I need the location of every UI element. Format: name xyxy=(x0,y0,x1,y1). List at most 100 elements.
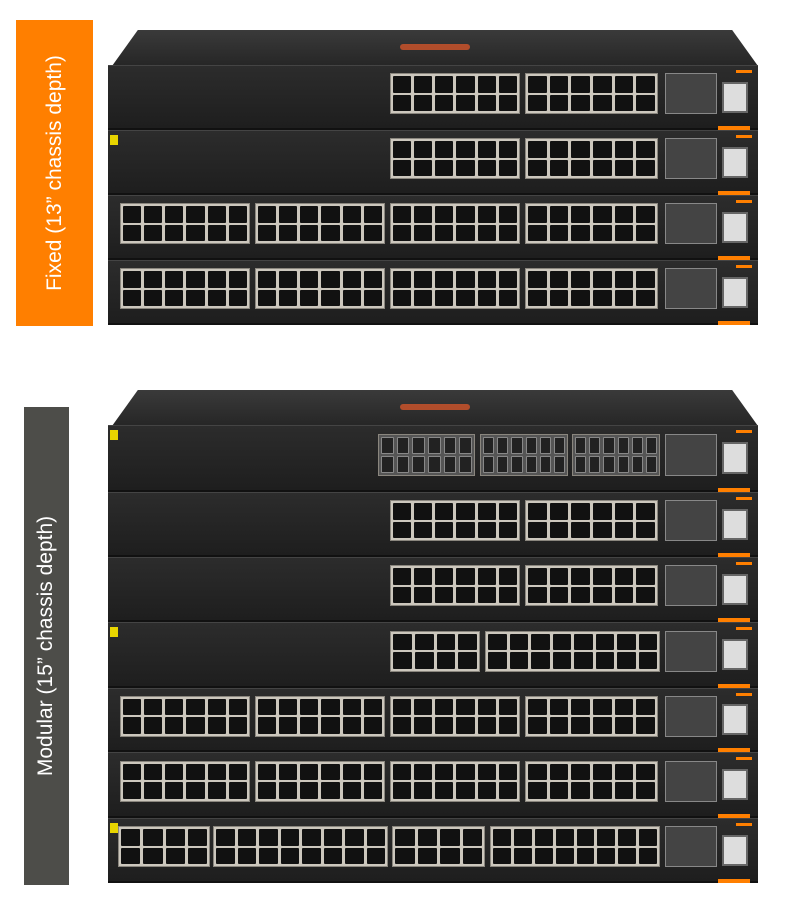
ethernet-port xyxy=(456,568,475,585)
uplink-sfp-block xyxy=(665,826,717,868)
ethernet-port xyxy=(144,206,163,223)
pull-tab xyxy=(718,321,750,325)
ethernet-port xyxy=(228,699,247,716)
ethernet-port xyxy=(366,829,385,846)
ethernet-port xyxy=(144,763,163,781)
ethernet-port xyxy=(614,699,634,716)
pull-tab xyxy=(718,618,750,622)
network-switch xyxy=(108,818,758,883)
ethernet-port xyxy=(436,652,456,670)
ethernet-port-group xyxy=(118,826,210,868)
ethernet-port xyxy=(258,289,277,307)
ethernet-port xyxy=(321,782,340,800)
ethernet-port xyxy=(417,829,437,846)
ethernet-port xyxy=(414,271,433,288)
ethernet-port xyxy=(393,206,412,223)
uplink-sfp-block xyxy=(665,268,717,310)
sfp-port xyxy=(483,436,495,454)
ethernet-port xyxy=(571,76,590,93)
ethernet-port xyxy=(258,206,277,223)
ethernet-port-group xyxy=(390,73,520,115)
ethernet-port xyxy=(549,699,569,716)
ethernet-port xyxy=(509,652,528,670)
ethernet-port xyxy=(414,159,433,177)
ethernet-port xyxy=(414,652,434,670)
ethernet-port xyxy=(597,829,616,846)
uplink-sfp-block xyxy=(665,565,717,607)
ethernet-port xyxy=(555,829,574,846)
ethernet-port-group xyxy=(525,500,658,542)
ethernet-port xyxy=(165,763,184,781)
ethernet-port xyxy=(207,763,226,781)
ethernet-port xyxy=(393,586,412,604)
ethernet-port xyxy=(207,782,226,800)
sfp-port xyxy=(443,436,457,454)
sfp-port xyxy=(617,455,629,473)
ethernet-port xyxy=(258,717,277,734)
ethernet-port xyxy=(144,782,163,800)
ethernet-port xyxy=(571,94,590,112)
ethernet-port xyxy=(279,271,298,288)
ethernet-port xyxy=(592,94,612,112)
ethernet-port xyxy=(393,159,412,177)
ethernet-port xyxy=(614,206,634,223)
ethernet-port xyxy=(614,94,634,112)
ethernet-port xyxy=(435,521,454,539)
ethernet-port xyxy=(165,206,184,223)
management-port xyxy=(722,211,748,243)
ethernet-port xyxy=(414,289,433,307)
pull-tab xyxy=(718,256,750,260)
ethernet-port xyxy=(636,271,655,288)
ethernet-port xyxy=(393,763,412,781)
ethernet-port xyxy=(477,76,496,93)
ethernet-port xyxy=(300,206,319,223)
ethernet-port-group xyxy=(525,565,658,607)
sfp-port xyxy=(428,455,441,473)
ethernet-port xyxy=(528,159,547,177)
ethernet-port xyxy=(477,206,496,223)
modular-stack-lid xyxy=(112,390,758,426)
ethernet-port xyxy=(509,633,528,651)
ethernet-port xyxy=(592,521,612,539)
ethernet-port xyxy=(363,206,382,223)
sfp-port xyxy=(511,455,523,473)
network-switch xyxy=(108,492,758,557)
ethernet-port xyxy=(636,699,655,716)
ethernet-port xyxy=(531,652,550,670)
ethernet-port xyxy=(638,652,657,670)
brand-mark xyxy=(736,626,752,630)
ethernet-port xyxy=(513,829,532,846)
ethernet-port xyxy=(477,94,496,112)
uplink-sfp-block xyxy=(665,500,717,542)
ethernet-port xyxy=(456,224,475,242)
ethernet-port xyxy=(363,271,382,288)
ethernet-port xyxy=(363,289,382,307)
ethernet-port xyxy=(528,568,547,585)
ethernet-port xyxy=(636,224,655,242)
ethernet-port xyxy=(571,289,590,307)
ethernet-port xyxy=(393,289,412,307)
ethernet-port xyxy=(498,206,517,223)
ethernet-port xyxy=(549,159,569,177)
uplink-sfp-block xyxy=(665,630,717,673)
ethernet-port xyxy=(186,699,205,716)
ethernet-port xyxy=(528,94,547,112)
ethernet-port xyxy=(393,568,412,585)
brand-mark xyxy=(736,822,752,826)
ethernet-port xyxy=(574,652,593,670)
ethernet-port xyxy=(228,717,247,734)
ethernet-port xyxy=(571,763,590,781)
ethernet-port xyxy=(207,206,226,223)
ethernet-port xyxy=(144,224,163,242)
ethernet-port-group xyxy=(120,268,250,310)
ethernet-port xyxy=(571,503,590,520)
ethernet-port xyxy=(323,847,342,865)
brand-mark xyxy=(736,692,752,696)
sfp-port xyxy=(497,436,509,454)
ethernet-port xyxy=(528,699,547,716)
uplink-sfp-block xyxy=(665,203,717,245)
ethernet-port xyxy=(477,271,496,288)
network-switch xyxy=(108,130,758,195)
ethernet-port xyxy=(592,699,612,716)
ethernet-port xyxy=(363,224,382,242)
